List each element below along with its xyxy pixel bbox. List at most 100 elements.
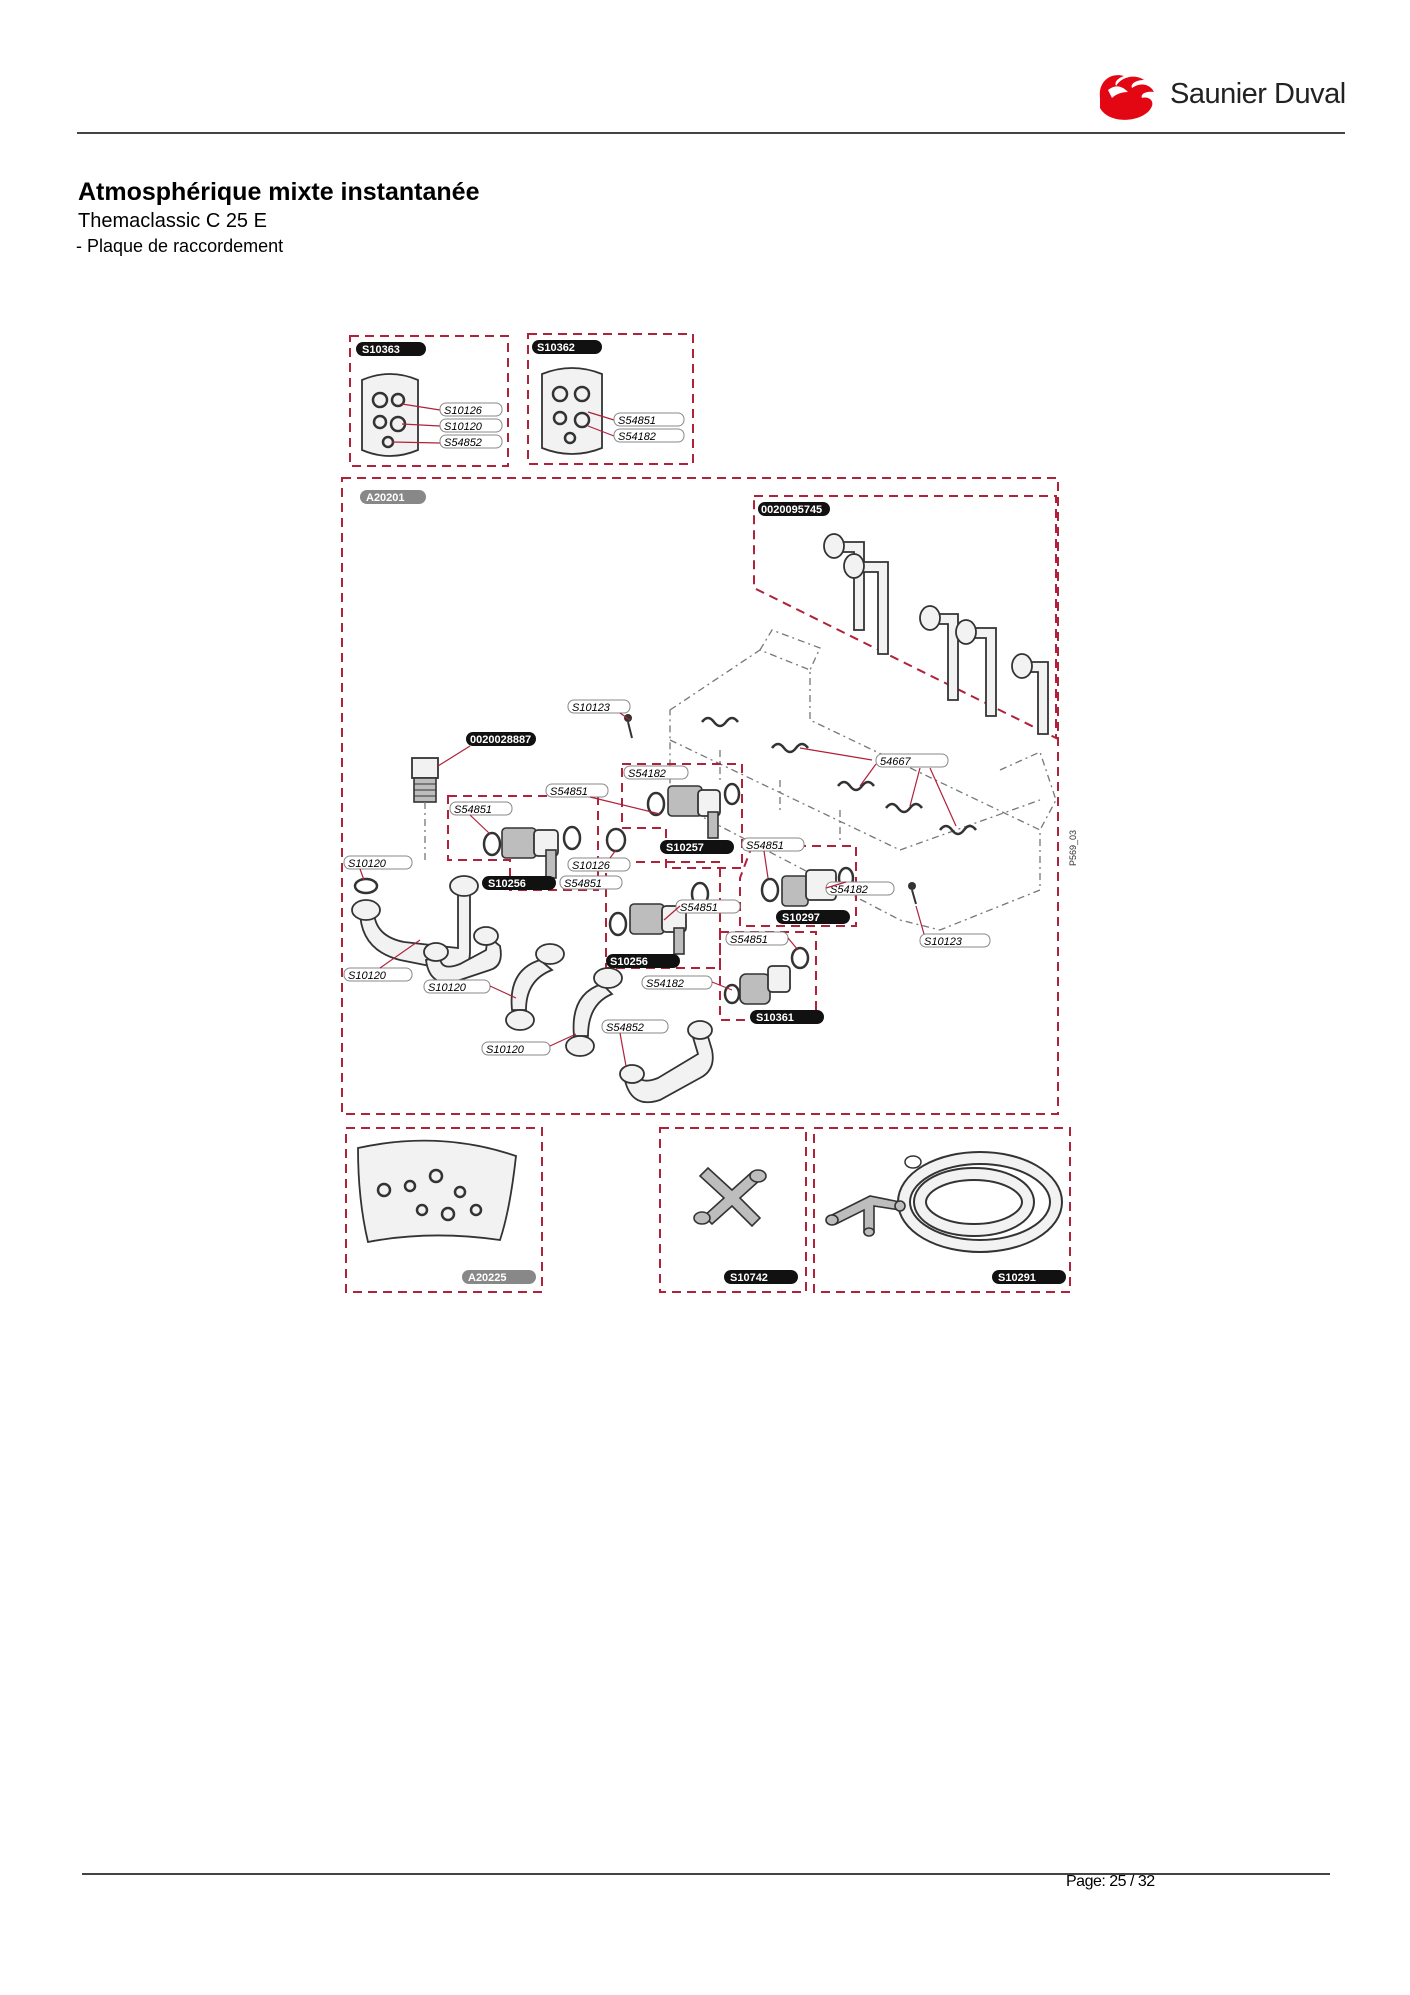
kit-box-s10291 [813, 1127, 1071, 1293]
part-label: S10120 [444, 421, 483, 433]
kit-box-s10257 [621, 763, 743, 869]
part-label: S54851 [550, 786, 588, 798]
part-label: S54851 [746, 840, 784, 852]
leader-line [859, 763, 877, 787]
clips-54667 [701, 716, 977, 836]
kit-box-a20201 [341, 477, 1059, 1115]
part-label: S54851 [730, 934, 768, 946]
leader-line [799, 747, 873, 761]
valve-s10256-left [482, 825, 582, 879]
kit-tag-a20225 [462, 1270, 536, 1284]
part-label: S10123 [924, 936, 963, 948]
cross-connector-s10742 [693, 1166, 767, 1228]
screw-s10123-top [624, 714, 633, 739]
bird-shape [1099, 75, 1154, 120]
part-labels-main: S10123 S54182 54667 S54851 S54851 S10120… [343, 699, 991, 1067]
part-label: S54851 [618, 415, 656, 427]
leader-line [587, 425, 615, 437]
logo-highlight [1108, 86, 1128, 98]
exploded-parts-diagram: .box { fill: none; stroke: #b0213a; stro… [341, 333, 1078, 1293]
seal-ring [573, 411, 591, 429]
leader-line [391, 441, 441, 444]
kit-box-s10742 [659, 1127, 807, 1293]
seal-ring [371, 391, 389, 409]
drawing-code: P569_03 [1068, 830, 1078, 866]
elbow-pipes [351, 875, 714, 1104]
seal-ring [390, 392, 406, 408]
part-label: S10126 [572, 860, 611, 872]
part-label: S54852 [444, 437, 482, 449]
part-label: S54182 [830, 884, 868, 896]
kit-label-s10256-middle: S10256 [610, 956, 648, 968]
kit-label-0020095745: 0020095745 [761, 504, 822, 516]
kit-tag-s10362 [532, 340, 602, 354]
kit-label-a20201: A20201 [366, 492, 405, 504]
seal-bag-s10363 [361, 373, 419, 457]
parts-bag-a20225 [357, 1139, 517, 1244]
seal-ring [552, 410, 568, 426]
valve-s10361 [723, 946, 810, 1005]
seal-ring-s10126 [605, 827, 627, 853]
brand-name: Saunier Duval [1170, 78, 1346, 110]
kit-tag-0020095745 [758, 502, 830, 516]
leader-line [401, 423, 441, 427]
seal-bag-s10362 [541, 367, 603, 455]
part-label: S54182 [628, 768, 666, 780]
connection-pipes [823, 533, 1049, 735]
model-name: Themaclassic C 25 E [78, 210, 267, 232]
mounting-frame [669, 629, 1057, 931]
part-label: S10120 [348, 970, 387, 982]
leader-line [401, 403, 441, 411]
kit-box-s10297 [739, 845, 857, 927]
kit-tag-a20201 [360, 490, 426, 504]
kit-box-0020095745 [753, 495, 1057, 740]
kit-box-s10362 [527, 333, 694, 465]
gas-connector [411, 757, 439, 803]
part-tag [439, 434, 503, 449]
kit-label-s10257: S10257 [666, 842, 704, 854]
part-label: 54667 [880, 756, 911, 768]
part-tag [439, 418, 503, 433]
part-label: S54182 [618, 431, 656, 443]
part-label: S10120 [348, 858, 387, 870]
kit-label-s10291: S10291 [998, 1272, 1036, 1284]
leader-line [587, 411, 615, 421]
kit-box-a20225 [345, 1127, 543, 1293]
kit-label-0020028887: 0020028887 [470, 734, 531, 746]
kit-tag-s10363 [356, 342, 426, 356]
kit-tags-main: 0020028887 S10257 S10256 S10297 S10256 S… [437, 732, 850, 1024]
kit-tag-s10291 [992, 1270, 1066, 1284]
hose-s10291 [825, 1151, 1063, 1253]
brand-logo: Saunier Duval [1088, 64, 1348, 130]
page-number: Page: 25 / 32 [1066, 1873, 1155, 1890]
leader-line [909, 767, 921, 807]
part-tag [613, 412, 685, 427]
section-name: - Plaque de raccordement [76, 236, 284, 256]
part-label: S10120 [428, 982, 467, 994]
kit-label-s10742: S10742 [730, 1272, 768, 1284]
page-title: Atmosphérique mixte instantanée [78, 178, 480, 206]
kit-label-s10363: S10363 [362, 344, 400, 356]
seal-ring [372, 414, 388, 430]
part-label: S54851 [680, 902, 718, 914]
kit-tag-s10742 [724, 1270, 798, 1284]
valve-s10257 [646, 782, 741, 839]
header-rule [77, 132, 1345, 134]
seal-ring [551, 385, 569, 403]
kit-label-s10256-left: S10256 [488, 878, 526, 890]
footer-rule [82, 1873, 1330, 1875]
seal-ring [563, 431, 577, 445]
part-label: S10126 [444, 405, 483, 417]
leader-line [929, 767, 957, 827]
kit-label-s10297: S10297 [782, 912, 820, 924]
valve-s10256-middle [608, 881, 710, 955]
part-label: S54851 [564, 878, 602, 890]
brand-logo-icon [1099, 75, 1154, 120]
screw-s10123-right [908, 882, 917, 905]
part-label: S54852 [606, 1022, 644, 1034]
part-tag [613, 428, 685, 443]
part-label: S10120 [486, 1044, 525, 1056]
kit-box-s10256-middle [605, 861, 721, 969]
part-tag [439, 402, 503, 417]
part-label: S10123 [572, 702, 611, 714]
